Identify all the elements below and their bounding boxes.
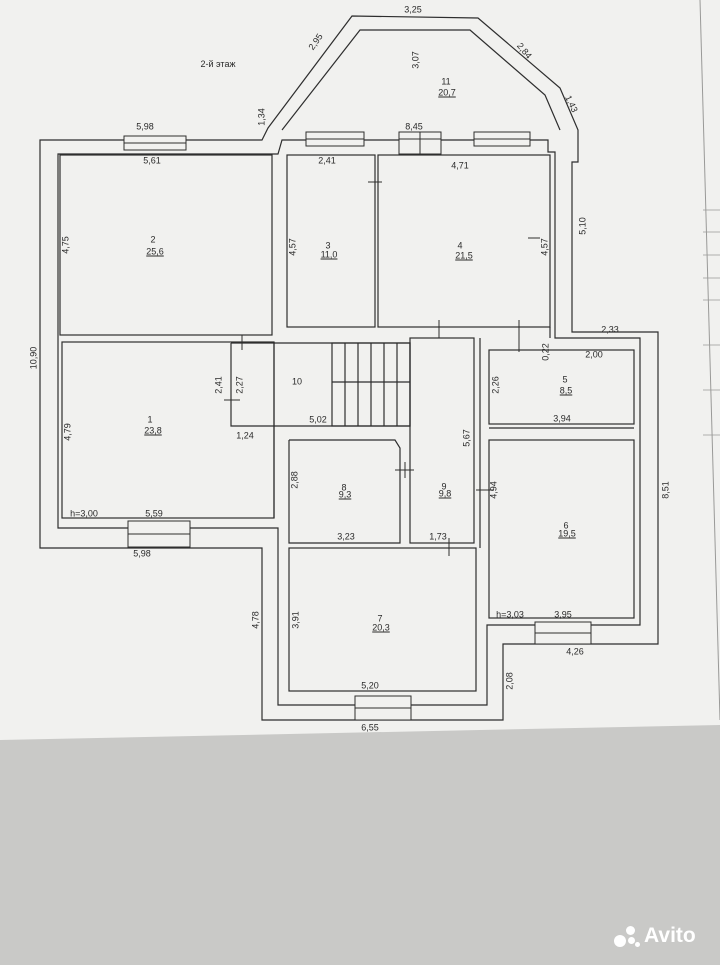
room-5-outline: [488, 349, 635, 425]
room-3-number: 3: [325, 240, 331, 251]
room-5-number: 5: [562, 374, 568, 385]
dimension-label: 2,33: [601, 324, 619, 335]
room-6-area: 19,5: [558, 528, 576, 539]
window: [534, 621, 592, 645]
dimension-label: 5,20: [361, 680, 379, 691]
room-2-area: 25,6: [146, 246, 164, 257]
inner-wall: [57, 139, 641, 706]
dimension-label: 4,71: [451, 160, 469, 171]
avito-logo-icon: [614, 923, 640, 949]
room-3-outline: [286, 154, 376, 328]
dimension-label: h=3,00: [70, 508, 98, 519]
floor-label: 2-й этаж: [200, 59, 236, 69]
room-2-number: 2: [150, 234, 156, 245]
room-6-outline: [488, 439, 635, 619]
dimension-label: 3,91: [290, 611, 301, 629]
dimension-label: 5,98: [133, 548, 151, 559]
room-8-area: 9,3: [338, 489, 352, 500]
room-2-outline: [59, 154, 273, 336]
side-sheet-lines: [703, 209, 720, 436]
dimension-label: 10,90: [28, 346, 39, 370]
room-6-number: 6: [563, 520, 569, 531]
dimension-label: 0,22: [540, 343, 551, 361]
dimension-label: 3,95: [554, 609, 572, 620]
dimension-label: h=3,03: [496, 609, 524, 620]
dimension-label: 8,51: [660, 481, 671, 499]
dimension-label: 4,75: [60, 236, 71, 254]
room-11-area: 20,7: [438, 87, 456, 98]
avito-wordmark: Avito: [644, 924, 696, 947]
window: [473, 131, 531, 147]
avito-watermark: Avito: [614, 923, 696, 949]
room-4-number: 4: [457, 240, 463, 251]
dimension-label: 4,94: [488, 481, 499, 499]
dimension-label: 1,73: [429, 531, 447, 542]
room-9-area: 9,8: [438, 488, 452, 499]
dimension-label: 8,45: [405, 121, 423, 132]
dimension-label: 3,25: [404, 4, 422, 15]
dimension-label: 2,41: [213, 376, 224, 394]
dimension-label: 3,94: [553, 413, 571, 424]
dimension-label: 2,26: [490, 376, 501, 394]
dimension-label: 4,26: [566, 646, 584, 657]
window: [354, 695, 412, 721]
room-9-number: 9: [441, 481, 447, 492]
room-4-outline: [377, 154, 551, 328]
window: [127, 520, 191, 548]
sheet-edge: [699, 0, 720, 721]
dimension-label: 3,23: [337, 531, 355, 542]
paper-sheet: [0, 0, 720, 740]
staircase: [331, 342, 411, 427]
dimension-label: 1,24: [236, 430, 254, 441]
room-8-number: 8: [341, 482, 347, 493]
dimension-label: 5,61: [143, 155, 161, 166]
dimension-label: 1,34: [256, 108, 267, 126]
dimension-label: 2,00: [585, 349, 603, 360]
outer-wall: [39, 15, 659, 721]
dimension-label: 4,78: [250, 611, 261, 629]
dimension-label: 5,02: [309, 414, 327, 425]
room-7-number: 7: [377, 613, 383, 624]
dimension-label: 4,57: [539, 238, 550, 256]
room-10-number: 10: [291, 376, 303, 387]
dimension-label: 3,07: [410, 51, 421, 69]
dimension-label: 2,88: [289, 471, 300, 489]
windows: [123, 131, 592, 721]
dimension-label: 4,79: [62, 423, 73, 441]
room-4-area: 21,5: [455, 250, 473, 261]
room-1-number: 1: [147, 414, 153, 425]
room-11-outline: [281, 29, 561, 131]
room-7-outline: [288, 547, 477, 692]
door-marks: [224, 170, 540, 556]
room-5-area: 8,5: [559, 385, 573, 396]
dimension-label: 5,10: [577, 217, 588, 235]
dimension-label: 5,59: [145, 508, 163, 519]
dimension-label: 2,27: [234, 376, 245, 394]
room-1-area: 23,8: [144, 425, 162, 436]
dimension-label: 5,98: [136, 121, 154, 132]
dimension-label: 4,57: [287, 238, 298, 256]
dimension-label: 5,67: [461, 429, 472, 447]
room-8-outline: [288, 439, 401, 544]
room-11-number: 11: [441, 76, 451, 87]
window: [305, 131, 365, 147]
dimension-label: 2,08: [504, 672, 515, 690]
dimension-label: 6,55: [361, 722, 379, 733]
dimension-label: 2,41: [318, 155, 336, 166]
window: [398, 131, 442, 155]
room-9-outline: [409, 337, 475, 544]
window: [123, 135, 187, 151]
room-3-area: 11,0: [320, 249, 338, 260]
room-7-area: 20,3: [372, 622, 390, 633]
